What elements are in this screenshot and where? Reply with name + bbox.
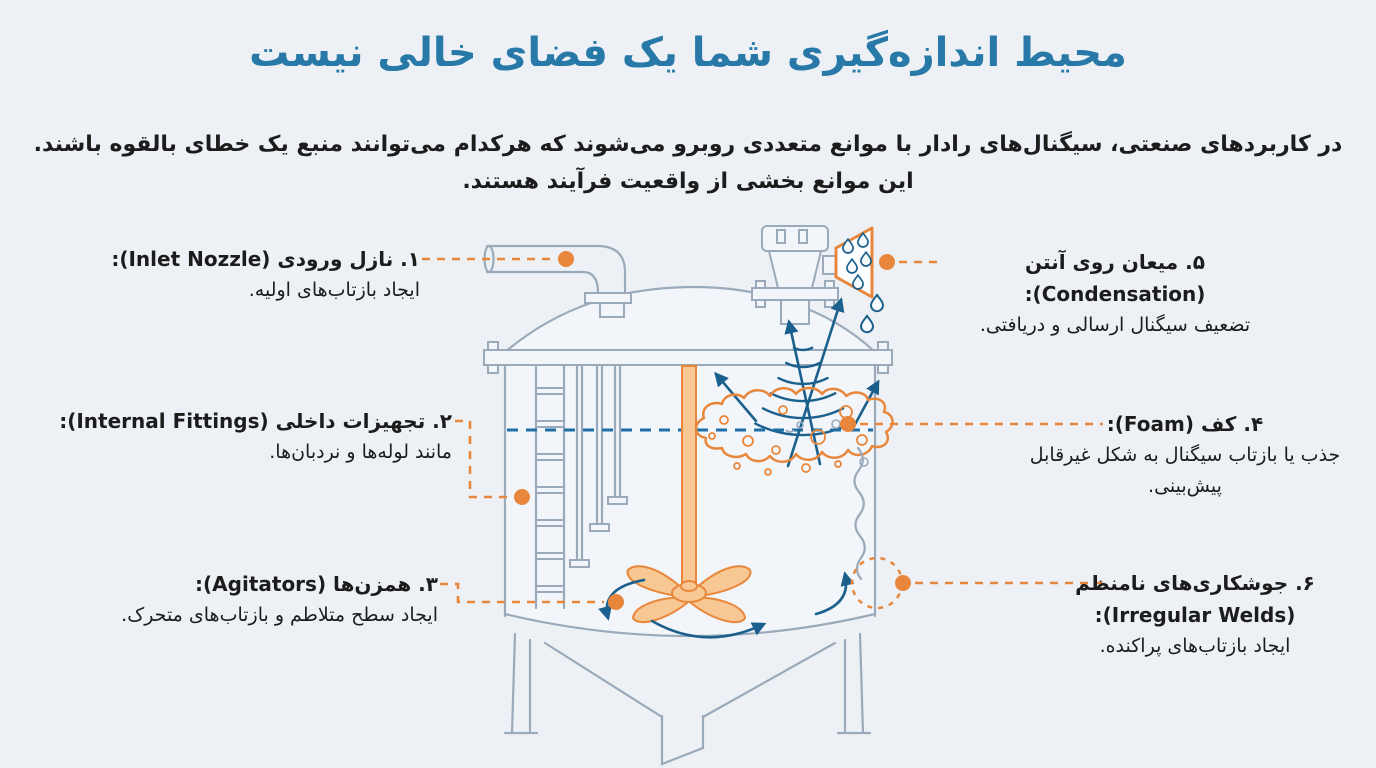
callout-inlet-nozzle: ۱. نازل ورودی (Inlet Nozzle): ایجاد بازت… xyxy=(80,243,420,306)
callout-description: جذب یا بازتاب سیگنال به شکل غیرقابل پیش‌… xyxy=(1029,444,1341,497)
connector-lines xyxy=(422,251,1106,610)
callout-irregular-welds: ۶. جوشکاری‌های نامنظم (Irregular Welds):… xyxy=(1025,567,1365,662)
callout-heading: ۲. تجهیزات داخلی (Internal Fittings): xyxy=(59,409,452,433)
callout-heading: ۵. میعان روی آنتن (Condensation): xyxy=(1024,250,1206,306)
callout-heading: ۱. نازل ورودی (Inlet Nozzle): xyxy=(111,247,420,271)
callout-heading-latin: (Irregular Welds): xyxy=(1094,603,1296,627)
ladder-icon xyxy=(534,364,566,610)
callout-heading: ۳. همزن‌ها (Agitators): xyxy=(195,572,438,596)
inlet-nozzle-icon xyxy=(483,244,632,318)
intro-line-2: این موانع بخشی از واقعیت فرآیند هستند. xyxy=(462,169,914,194)
internal-pipes-icon xyxy=(569,364,628,568)
callout-internal-fittings: ۲. تجهیزات داخلی (Internal Fittings): ما… xyxy=(22,405,452,468)
condensation-horn-icon xyxy=(834,226,884,334)
radar-sensor-icon xyxy=(751,225,839,325)
callout-description: تضعیف سیگنال ارسالی و دریافتی. xyxy=(979,314,1251,336)
callout-description: ایجاد بازتاب‌های پراکنده. xyxy=(1099,635,1291,657)
page-title: محیط اندازه‌گیری شما یک فضای خالی نیست xyxy=(249,30,1127,76)
callout-condensation: ۵. میعان روی آنتن (Condensation): تضعیف … xyxy=(945,246,1285,341)
intro-paragraph: در کاربردهای صنعتی، سیگنال‌های رادار با … xyxy=(0,126,1376,200)
callout-description: ایجاد سطح متلاطم و بازتاب‌های متحرک. xyxy=(121,604,438,626)
reflection-arrows xyxy=(714,297,880,468)
callout-description: مانند لوله‌ها و نردبان‌ها. xyxy=(269,441,452,463)
agitator-icon xyxy=(626,365,752,624)
rotation-arrows xyxy=(598,571,855,639)
callout-description: ایجاد بازتاب‌های اولیه. xyxy=(248,279,420,301)
foam-icon xyxy=(694,386,894,476)
callout-foam: ۴. کف (Foam): جذب یا بازتاب سیگنال به شک… xyxy=(1020,408,1350,502)
intro-line-1: در کاربردهای صنعتی، سیگنال‌های رادار با … xyxy=(33,132,1343,157)
callout-heading: ۶. جوشکاری‌های نامنظم xyxy=(1075,571,1315,595)
callout-agitators: ۳. همزن‌ها (Agitators): ایجاد سطح متلاطم… xyxy=(118,568,438,631)
callout-heading: ۴. کف (Foam): xyxy=(1106,412,1264,436)
